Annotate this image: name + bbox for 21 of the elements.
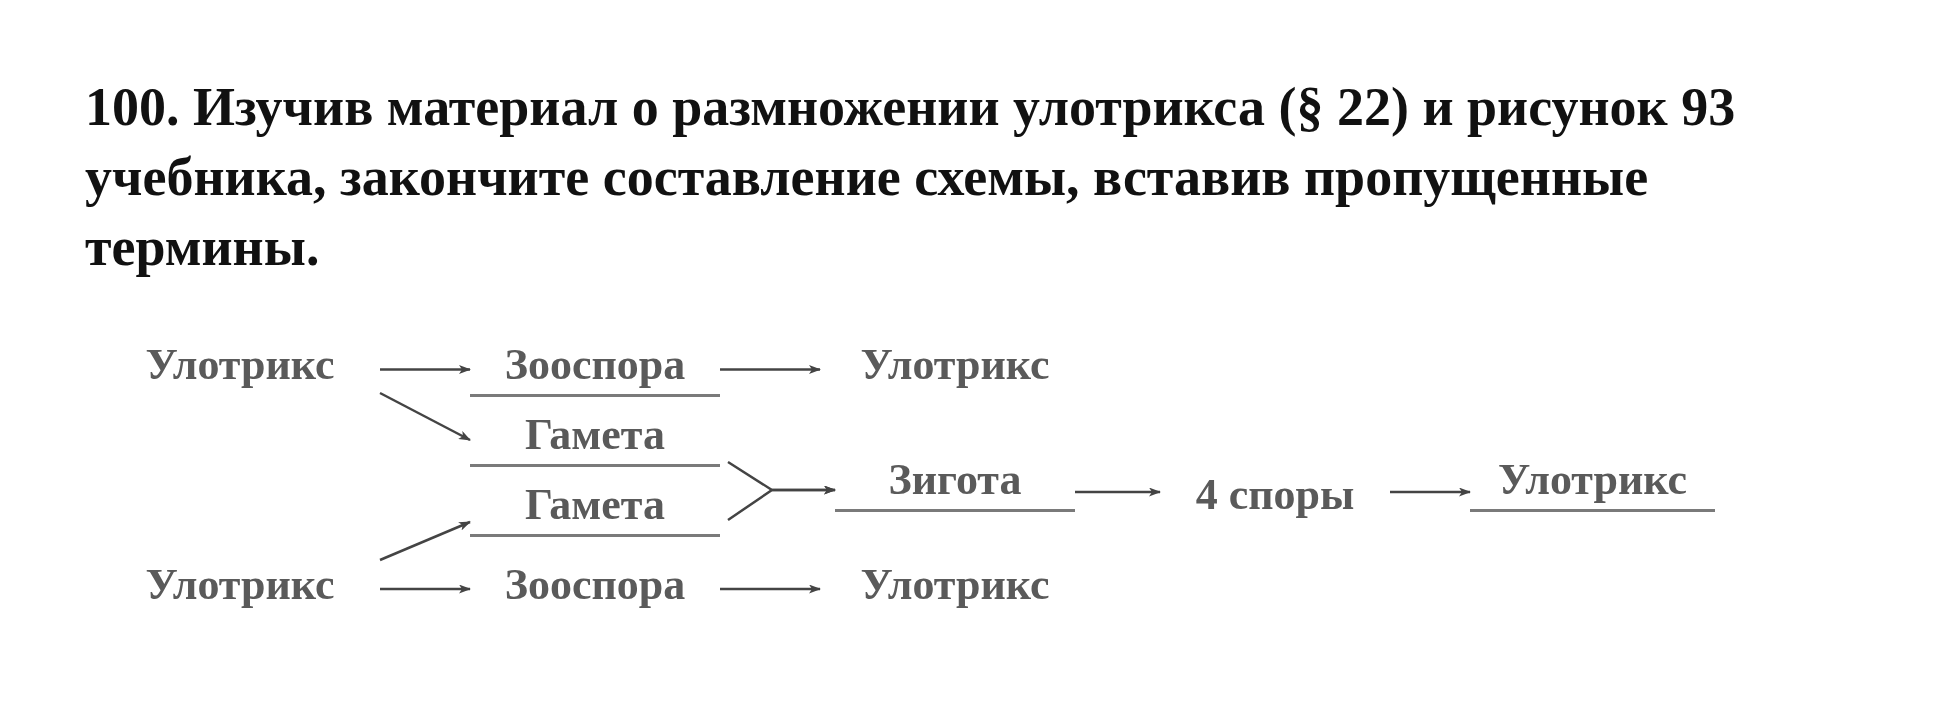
term-label: Зооспора xyxy=(470,555,720,615)
arrow xyxy=(1075,487,1161,497)
term-label: 4 споры xyxy=(1160,465,1390,525)
filled-blank: Зигота xyxy=(835,450,1075,512)
arrow xyxy=(380,584,471,594)
arrow xyxy=(720,584,821,594)
filled-blank: Гамета xyxy=(470,405,720,467)
term-label: Улотрикс xyxy=(100,335,380,395)
filled-blank: Улотрикс xyxy=(1470,450,1715,512)
arrow xyxy=(727,485,836,522)
arrow xyxy=(379,520,471,562)
arrow xyxy=(1390,487,1471,497)
arrow xyxy=(380,365,471,374)
term-label: Улотрикс xyxy=(820,555,1090,615)
filled-blank: Гамета xyxy=(470,475,720,537)
task-heading: 100. Изучив материал о размножении улотрикса (§ 22) и рисунок 93 учебника, закончите составление схемы, вставив пропущенные термины. xyxy=(85,76,1737,279)
term-label: Улотрикс xyxy=(820,335,1090,395)
term-label: Улотрикс xyxy=(100,555,380,615)
arrow xyxy=(379,391,471,442)
filled-blank: Зооспора xyxy=(470,335,720,397)
arrow xyxy=(720,365,821,374)
